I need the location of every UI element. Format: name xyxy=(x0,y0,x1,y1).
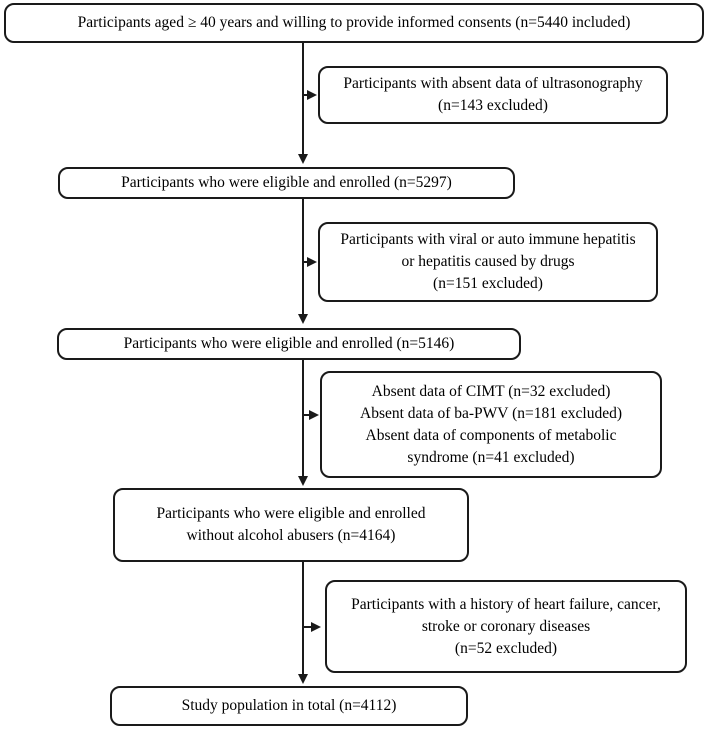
arrowhead-n4-to-n5 xyxy=(298,674,308,684)
arrowhead-n3-to-x3 xyxy=(309,410,319,420)
study-population-box-line-1: Study population in total (n=4112) xyxy=(181,697,397,714)
exclusion-box-cardiovascular-history-line-2: stroke or coronary diseases xyxy=(421,617,591,635)
exclusion-box-cardiovascular-history-line-1: Participants with a history of heart fai… xyxy=(351,595,661,613)
exclusion-box-hepatitis: Participants with viral or auto immune h… xyxy=(318,222,658,302)
eligible-enrolled-box-5297-line-1: Participants who were eligible and enrol… xyxy=(121,174,452,191)
exclusion-box-missing-measurements-line-4: syndrome (n=41 excluded) xyxy=(407,448,575,466)
exclusion-box-missing-measurements-line-3: Absent data of components of metabolic xyxy=(365,426,617,444)
arrowhead-n4-to-x4 xyxy=(311,622,321,632)
connector-n4-to-n5 xyxy=(302,562,304,676)
study-population-box: Study population in total (n=4112) xyxy=(110,686,468,726)
connector-n4-to-x4 xyxy=(303,626,317,628)
exclusion-box-hepatitis-line-2: or hepatitis caused by drugs xyxy=(401,253,575,270)
exclusion-box-hepatitis-line-3: (n=151 excluded) xyxy=(433,275,543,292)
enrollment-box-line-1: Participants aged ≥ 40 years and willing… xyxy=(77,14,631,31)
arrowhead-n1-to-x1 xyxy=(307,90,317,100)
exclusion-box-missing-measurements-line-2: Absent data of ba-PWV (n=181 excluded) xyxy=(360,404,622,422)
enrollment-box: Participants aged ≥ 40 years and willing… xyxy=(4,3,704,43)
arrowhead-n3-to-n4 xyxy=(298,476,308,486)
exclusion-box-ultrasonography: Participants with absent data of ultraso… xyxy=(318,66,668,124)
connector-n2-to-n3 xyxy=(302,199,304,316)
eligible-enrolled-box-5146-line-1: Participants who were eligible and enrol… xyxy=(123,335,455,352)
eligible-enrolled-box-5146: Participants who were eligible and enrol… xyxy=(57,328,521,360)
exclusion-box-cardiovascular-history: Participants with a history of heart fai… xyxy=(325,580,687,673)
exclusion-box-missing-measurements-line-1: Absent data of CIMT (n=32 excluded) xyxy=(371,382,611,400)
arrowhead-n1-to-n2 xyxy=(298,154,308,164)
exclusion-box-cardiovascular-history-line-3: (n=52 excluded) xyxy=(454,639,558,657)
exclusion-box-ultrasonography-line-1: Participants with absent data of ultraso… xyxy=(343,75,643,92)
connector-n1-to-n2 xyxy=(302,43,304,156)
connector-n3-to-n4 xyxy=(302,360,304,478)
arrowhead-n2-to-x2 xyxy=(307,257,317,267)
exclusion-box-missing-measurements: Absent data of CIMT (n=32 excluded) Abse… xyxy=(320,371,662,478)
exclusion-box-ultrasonography-line-2: (n=143 excluded) xyxy=(438,97,548,114)
eligible-enrolled-box-4164-line-2: without alcohol abusers (n=4164) xyxy=(186,527,396,544)
eligible-enrolled-box-5297: Participants who were eligible and enrol… xyxy=(58,167,515,199)
eligible-enrolled-box-4164: Participants who were eligible and enrol… xyxy=(113,488,469,562)
exclusion-box-hepatitis-line-1: Participants with viral or auto immune h… xyxy=(340,231,636,248)
arrowhead-n2-to-n3 xyxy=(298,314,308,324)
eligible-enrolled-box-4164-line-1: Participants who were eligible and enrol… xyxy=(156,505,426,522)
